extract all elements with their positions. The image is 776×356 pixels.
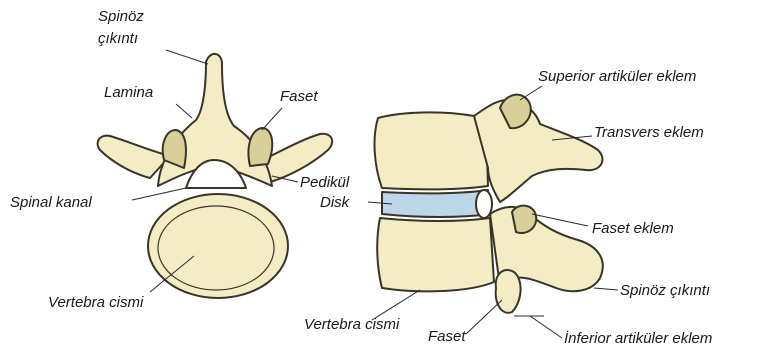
upper-vertebral-body [375, 112, 488, 189]
facet-joint [512, 206, 536, 233]
label-faset-top: Faset [280, 88, 318, 105]
label-faset-bottom: Faset [428, 328, 466, 345]
transverse-process-left [98, 136, 170, 178]
leader-lamina [176, 104, 192, 118]
label-vertebra-cismi-right: Vertebra cismi [304, 316, 399, 333]
label-faset-eklem: Faset eklem [592, 220, 674, 237]
vertebra-side-view [375, 95, 603, 313]
label-spinoz-cikinti-top-line2: çıkıntı [98, 30, 138, 47]
label-transvers-eklem: Transvers eklem [594, 124, 704, 141]
vertebral-body-inner [158, 206, 274, 290]
leader-spinal-kanal [132, 188, 186, 200]
label-spinoz-cikinti-top-line1: Spinöz [98, 8, 144, 25]
label-disk: Disk [320, 194, 349, 211]
label-inferior-artikuler-eklem: İnferior artiküler eklem [564, 330, 712, 347]
leader-faset-bottom [466, 300, 502, 334]
label-lamina: Lamina [104, 84, 153, 101]
leader-inferior-artikuler [530, 316, 562, 338]
label-vertebra-cismi-left: Vertebra cismi [48, 294, 143, 311]
inferior-articular-process [496, 270, 521, 313]
leader-spinoz-right [594, 288, 618, 290]
leader-spinoz-top [166, 50, 208, 64]
leader-faset-top [262, 108, 282, 130]
label-spinoz-cikinti-right: Spinöz çıkıntı [620, 282, 710, 299]
facet-right [249, 128, 273, 166]
intervertebral-disk [382, 190, 490, 217]
label-superior-artikuler-eklem: Superior artiküler eklem [538, 68, 696, 85]
lower-vertebral-body [377, 218, 494, 291]
intervertebral-foramen [476, 190, 492, 218]
upper-posterior-elements [474, 100, 602, 202]
label-pedikul: Pedikül [300, 174, 349, 191]
label-spinal-kanal: Spinal kanal [10, 194, 92, 211]
leader-superior-artikuler [520, 86, 542, 100]
